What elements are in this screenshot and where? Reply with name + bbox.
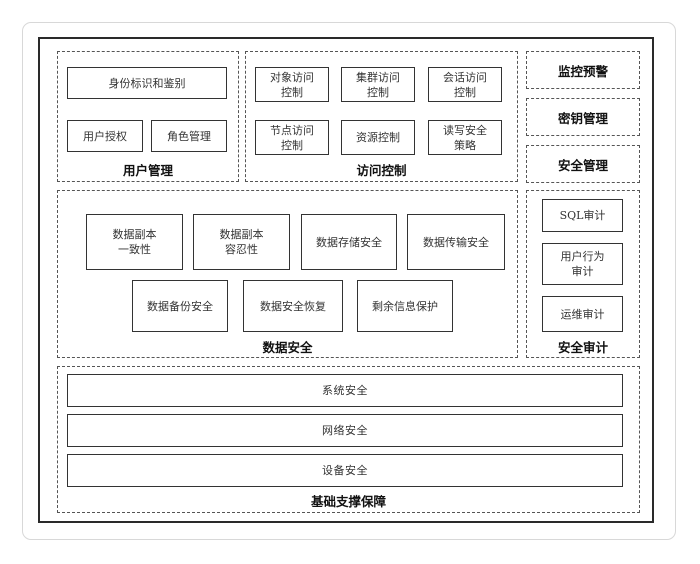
- node-access-control-box: 节点访问 控制: [255, 120, 329, 155]
- role-management-box: 角色管理: [151, 120, 227, 152]
- network-security-bar: 网络安全: [67, 414, 623, 447]
- ops-audit-box: 运维审计: [542, 296, 623, 332]
- session-access-control-box: 会话访问 控制: [428, 67, 502, 102]
- replica-tolerance-box: 数据副本 容忍性: [193, 214, 290, 270]
- key-management-panel: 密钥管理: [526, 98, 640, 136]
- diagram-frame: [38, 37, 654, 523]
- identity-auth-box: 身份标识和鉴别: [67, 67, 227, 99]
- cluster-access-control-box: 集群访问 控制: [341, 67, 415, 102]
- security-audit-section: [526, 190, 640, 358]
- replica-consistency-box: 数据副本 一致性: [86, 214, 183, 270]
- security-audit-title: 安全审计: [557, 340, 608, 355]
- user-behavior-audit-box: 用户行为 审计: [542, 243, 623, 285]
- user-management-section: [57, 51, 239, 182]
- data-security-section: [57, 190, 518, 358]
- access-control-title: 访问控制: [356, 163, 407, 178]
- sql-audit-box: SQL审计: [542, 199, 623, 232]
- infrastructure-title: 基础支撑保障: [310, 494, 386, 509]
- data-backup-security-box: 数据备份安全: [132, 280, 228, 332]
- resource-control-box: 资源控制: [341, 120, 415, 155]
- object-access-control-box: 对象访问 控制: [255, 67, 329, 102]
- user-management-title: 用户管理: [122, 163, 173, 178]
- residual-info-protection-box: 剩余信息保护: [357, 280, 453, 332]
- device-security-bar: 设备安全: [67, 454, 623, 487]
- user-authorization-box: 用户授权: [67, 120, 143, 152]
- data-transmission-security-box: 数据传输安全: [407, 214, 505, 270]
- data-storage-security-box: 数据存储安全: [301, 214, 397, 270]
- monitoring-alert-panel: 监控预警: [526, 51, 640, 89]
- data-security-title: 数据安全: [262, 340, 313, 355]
- system-security-bar: 系统安全: [67, 374, 623, 407]
- security-management-panel: 安全管理: [526, 145, 640, 183]
- read-write-security-policy-box: 读写安全 策略: [428, 120, 502, 155]
- data-recovery-box: 数据安全恢复: [243, 280, 343, 332]
- infrastructure-section: [57, 366, 640, 513]
- access-control-section: [245, 51, 518, 182]
